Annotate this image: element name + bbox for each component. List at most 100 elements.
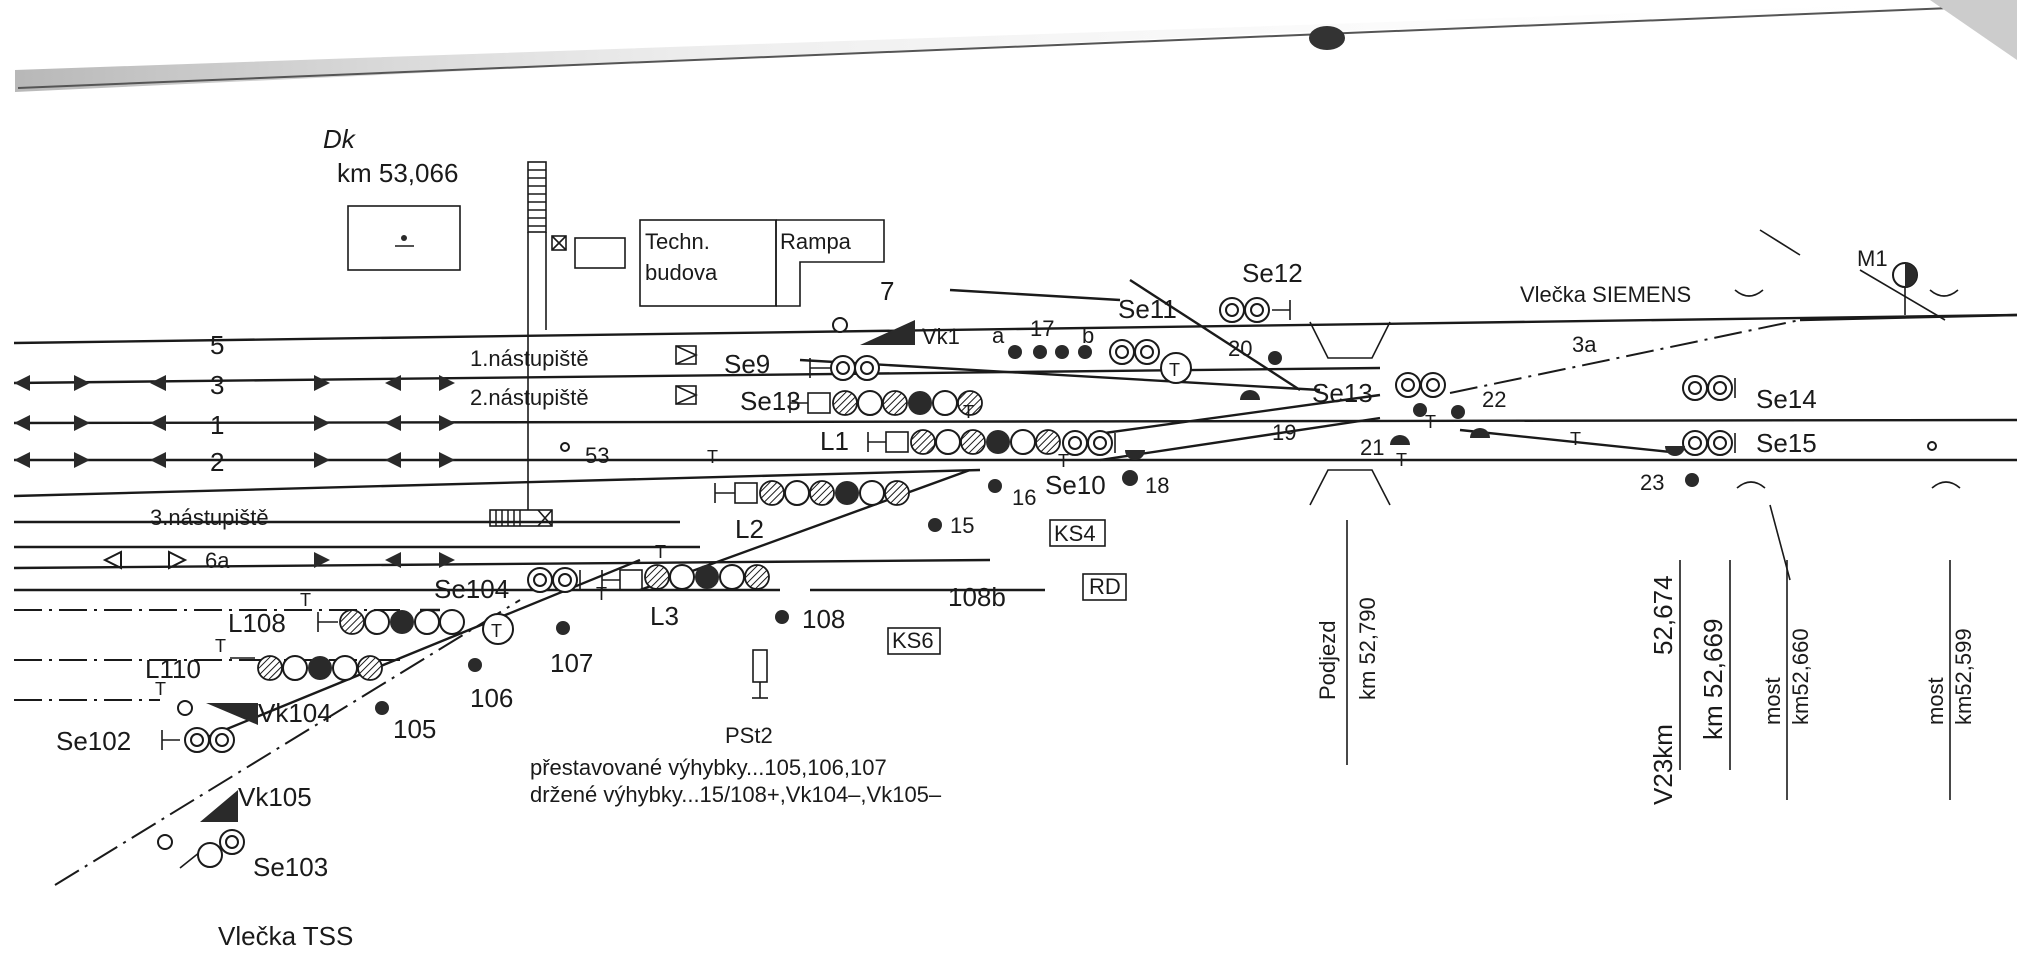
signal-se103-label: Se103: [253, 852, 328, 882]
siding-tss-label: Vlečka TSS: [218, 921, 353, 951]
signal-se12-label: Se12: [1242, 258, 1303, 288]
signal-l110-label: L110: [145, 654, 201, 684]
signal-se14: Se14: [1682, 375, 1817, 414]
switch-106-label: 106: [470, 683, 513, 713]
signal-se11: T Se11: [1109, 294, 1192, 384]
derailer-vk105-label: Vk105: [238, 782, 312, 812]
box-ks6: KS6: [887, 627, 941, 655]
dk-km-label: km 53,066: [337, 158, 458, 188]
derailer-vk104-label: Vk104: [258, 698, 332, 728]
signal-se10: Se10: [1045, 430, 1116, 500]
v23-name: V23km: [1648, 724, 1678, 805]
signal-m1: M1: [1857, 246, 1918, 315]
signal-se104: Se104: [434, 567, 581, 604]
pst2-title: PSt2: [725, 723, 773, 748]
derailer-vk1-label: Vk1: [922, 324, 960, 349]
signal-l108-label: L108: [228, 608, 286, 638]
switch-20-label: 20: [1228, 336, 1252, 361]
signal-l2: L2: [714, 480, 910, 544]
level-crossing-dk: [489, 161, 626, 527]
signal-se11-label: Se11: [1118, 294, 1177, 324]
t-markers: TTT TTT TTT TT T: [155, 402, 1581, 699]
track-number-108b: 108b: [948, 582, 1006, 612]
box-rd: RD: [1082, 573, 1127, 601]
technical-building: Techn. budova Rampa: [639, 219, 885, 307]
switch-22-label: 22: [1482, 387, 1506, 412]
switch-b-label: b: [1082, 323, 1094, 348]
signal-l108: L108: [228, 608, 465, 638]
switch-21-label: 21: [1360, 435, 1384, 460]
signal-se12: Se12: [1219, 258, 1303, 323]
signal-l3-label: Se13: [740, 386, 801, 416]
svg-text:T: T: [215, 636, 226, 656]
switch-18-label: 18: [1145, 473, 1169, 498]
km-label-most1: most km52,660: [1760, 560, 1813, 800]
svg-text:T: T: [491, 621, 502, 641]
svg-text:T: T: [155, 679, 166, 699]
svg-text:T: T: [596, 584, 607, 604]
switch-19-label: 19: [1272, 420, 1296, 445]
svg-text:T: T: [1396, 450, 1407, 470]
track-number-3: 3: [210, 370, 224, 400]
switch-markers: [375, 345, 1937, 715]
signal-l6a-label: L3: [650, 601, 679, 631]
v23-km: 52,674: [1648, 575, 1678, 655]
derailer-vk105: Vk105: [157, 782, 312, 850]
signal-se15: Se15: [1682, 428, 1817, 458]
signal-se13: Se13 Se13: [1312, 372, 1446, 408]
pst2-block: PSt2 přestavované výhybky...105,106,107 …: [530, 649, 942, 807]
switch-15-label: 15: [950, 513, 974, 538]
most1-km: km52,660: [1788, 628, 1813, 725]
derailer-vk104: Vk104: [177, 698, 332, 728]
svg-text:T: T: [963, 402, 974, 422]
track-number-7: 7: [880, 276, 894, 306]
signal-se9: Se9: [724, 349, 880, 381]
siding-siemens-label: Vlečka SIEMENS: [1520, 282, 1691, 307]
ramp-label: Rampa: [780, 229, 852, 254]
track-number-5: 5: [210, 330, 224, 360]
signal-l6a: L3: [601, 564, 770, 631]
building-small: [347, 205, 461, 271]
box-ks4-label: KS4: [1054, 521, 1096, 546]
signal-se104-label: Se104: [434, 574, 509, 604]
signal-se103: Se103: [179, 829, 328, 882]
svg-text:T: T: [1570, 429, 1581, 449]
main-tracks: [13, 229, 2017, 886]
track-number-1: 1: [210, 410, 224, 440]
switch-17-label: 17: [1030, 316, 1054, 341]
switch-108-label: 108: [802, 604, 845, 634]
signal-se9-label: Se9: [724, 349, 770, 379]
derailer-vk1: Vk1: [832, 317, 960, 349]
signal-l1-label: L1: [820, 426, 849, 456]
signal-se11-t-mark: T: [1169, 360, 1180, 380]
signal-m1-label: M1: [1857, 246, 1888, 271]
box-ks4: KS4: [1049, 519, 1106, 547]
tech-building-line1: Techn.: [645, 229, 710, 254]
signal-se102: Se102: [56, 726, 235, 756]
platform-3-label: 3.nástupiště: [150, 505, 269, 530]
platform-markers: [675, 345, 698, 405]
scan-edge-artefact: [15, 0, 2017, 92]
signal-l3: Se13: [740, 386, 983, 416]
platform-1-label: 1.nástupiště: [470, 346, 589, 371]
svg-text:T: T: [655, 542, 666, 562]
switch-23-label: 23: [1640, 470, 1664, 495]
signal-l1: L1: [820, 426, 1061, 456]
box-ks6-label: KS6: [892, 628, 934, 653]
svg-text:T: T: [300, 590, 311, 610]
underpass-symbol: [1309, 321, 1391, 765]
svg-text:T: T: [707, 447, 718, 467]
track-number-2: 2: [210, 447, 224, 477]
most2-km: km52,599: [1951, 628, 1976, 725]
switch-a-label: a: [992, 323, 1005, 348]
km-label-podjezd: Podjezd km 52,790: [1315, 597, 1380, 700]
platform-2-label: 2.nástupiště: [470, 385, 589, 410]
box-rd-label: RD: [1089, 574, 1121, 599]
track-number-3a: 3a: [1572, 332, 1597, 357]
switch-53-label: 53: [585, 443, 609, 468]
km-label-most2: most km52,599: [1923, 560, 1976, 800]
dk-label: Dk: [323, 124, 357, 154]
svg-text:T: T: [1425, 412, 1436, 432]
signal-l110: L110: [145, 654, 383, 684]
